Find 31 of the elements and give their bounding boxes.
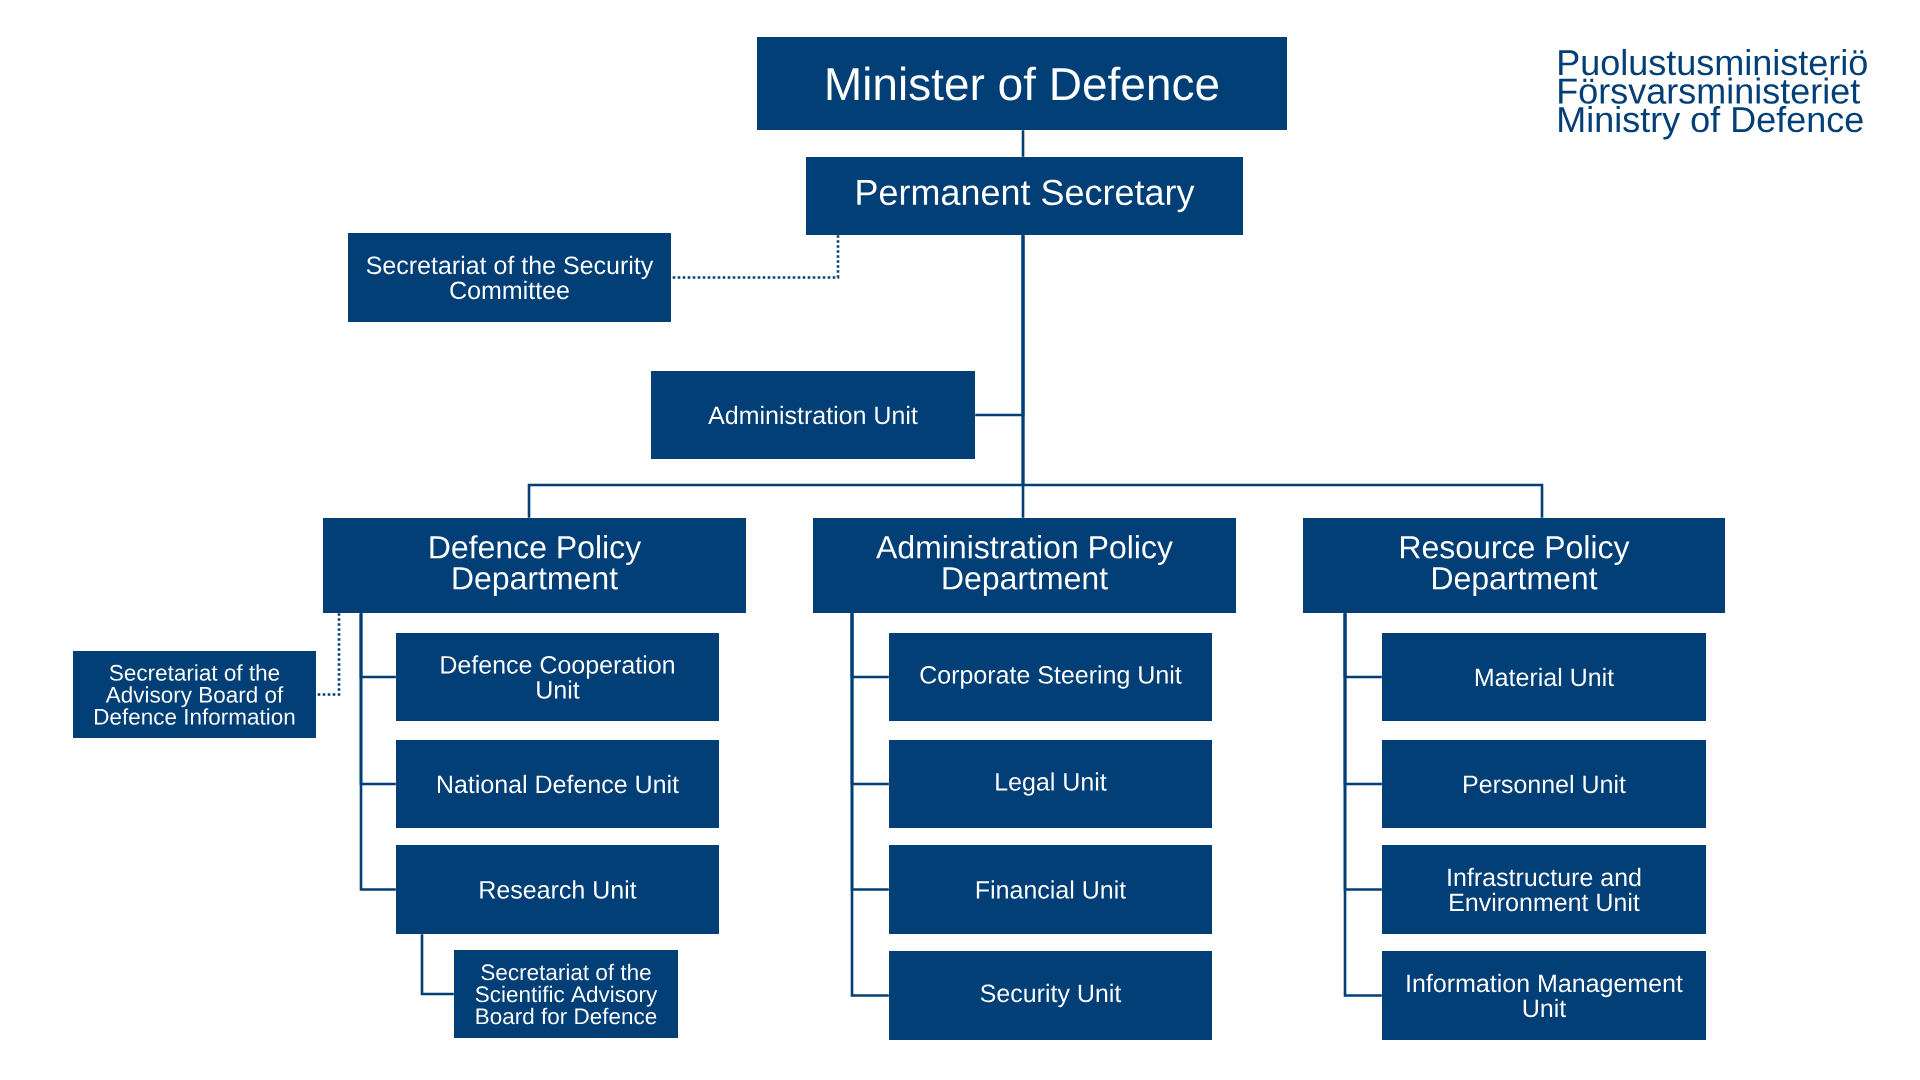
unit-box: Personnel Unit [1382, 740, 1706, 828]
unit-box: Secretariat of the Advisory Board of Defence Information [73, 651, 316, 738]
connector-line [359, 613, 396, 891]
role-box: Permanent Secretary [806, 157, 1243, 235]
unit-box: Infrastructure and Environment Unit [1382, 845, 1706, 934]
unit-box: Defence Cooperation Unit [396, 633, 719, 721]
role-box: Minister of Defence [757, 37, 1287, 130]
unit-box: Financial Unit [889, 845, 1212, 934]
unit-box: Security Unit [889, 951, 1212, 1040]
unit-box: Research Unit [396, 845, 719, 934]
organisation-name: Försvarsministeriet [1559, 77, 1860, 104]
unit-box: Corporate Steering Unit [889, 633, 1212, 721]
unit-box: Secretariat of the Scientific Advisory Board for Defence [454, 950, 678, 1038]
dotted-line [316, 613, 341, 696]
connector-line [1021, 130, 1025, 157]
organisation-name: Ministry of Defence [1559, 105, 1863, 140]
department-box: Administration Policy Department [813, 518, 1236, 613]
unit-box: Material Unit [1382, 633, 1706, 721]
department-box: Defence Policy Department [323, 518, 746, 613]
connector-line [420, 934, 454, 996]
unit-box: National Defence Unit [396, 740, 719, 828]
connector-line [1021, 235, 1544, 518]
connector-line [850, 613, 889, 997]
unit-box: Administration Unit [651, 371, 975, 459]
unit-box: Information Management Unit [1382, 951, 1706, 1040]
unit-box: Legal Unit [889, 740, 1212, 828]
organisation-name: Puolustusministeriö [1559, 48, 1867, 76]
unit-box: Secretariat of the Security Committee [348, 233, 671, 322]
dotted-line [671, 235, 840, 279]
department-box: Resource Policy Department [1303, 518, 1725, 613]
connector-line [1343, 613, 1382, 997]
